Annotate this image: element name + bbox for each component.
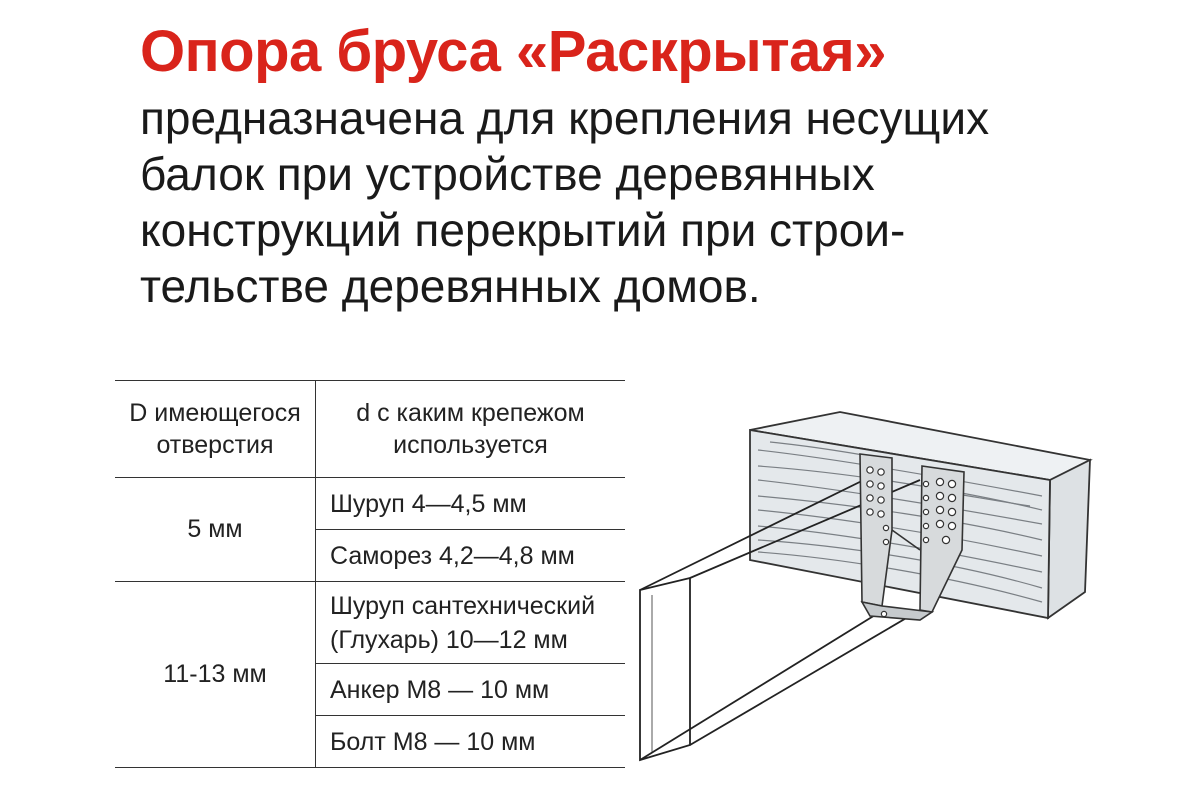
diameter-cell: 5 мм	[115, 477, 316, 582]
description-line: предназначена для крепления несущих	[140, 92, 990, 144]
product-title: Опора бруса «Раскрытая»	[140, 19, 886, 84]
fastener-cell: Болт М8 — 10 мм	[315, 715, 625, 768]
product-description: предназначена для крепления несущих бало…	[140, 90, 1140, 314]
description-line: тельстве деревянных домов.	[140, 260, 761, 312]
description-line: балок при устройстве деревянных	[140, 148, 875, 200]
fastener-cell: Саморез 4,2—4,8 мм	[315, 529, 625, 582]
diameter-cell: 11-13 мм	[115, 581, 316, 768]
table-row: Болт М8 — 10 мм	[115, 715, 625, 768]
header-fastener: d с каким крепежом используется	[315, 380, 625, 478]
nail-holes	[866, 466, 957, 618]
table-header-row: D имеющегося отверстия d с каким крепежо…	[115, 380, 625, 478]
description-line: конструкций перекрытий при строи-	[140, 204, 906, 256]
fastener-table: D имеющегося отверстия d с каким крепежо…	[115, 380, 625, 768]
joist-hanger-illustration	[639, 411, 1093, 762]
table-row: 11-13 мм Шуруп сантехнический (Глухарь) …	[115, 581, 625, 768]
table-row: Анкер М8 — 10 мм	[115, 663, 625, 716]
header-hole-diameter: D имеющегося отверстия	[115, 380, 316, 478]
table-row: 5 мм Шуруп 4—4,5 мм	[115, 477, 625, 582]
fastener-cell: Анкер М8 — 10 мм	[315, 663, 625, 716]
fastener-cell: Шуруп 4—4,5 мм	[315, 477, 625, 530]
table-row: Саморез 4,2—4,8 мм	[115, 529, 625, 582]
fastener-cell: Шуруп сантехнический (Глухарь) 10—12 мм	[315, 581, 625, 664]
